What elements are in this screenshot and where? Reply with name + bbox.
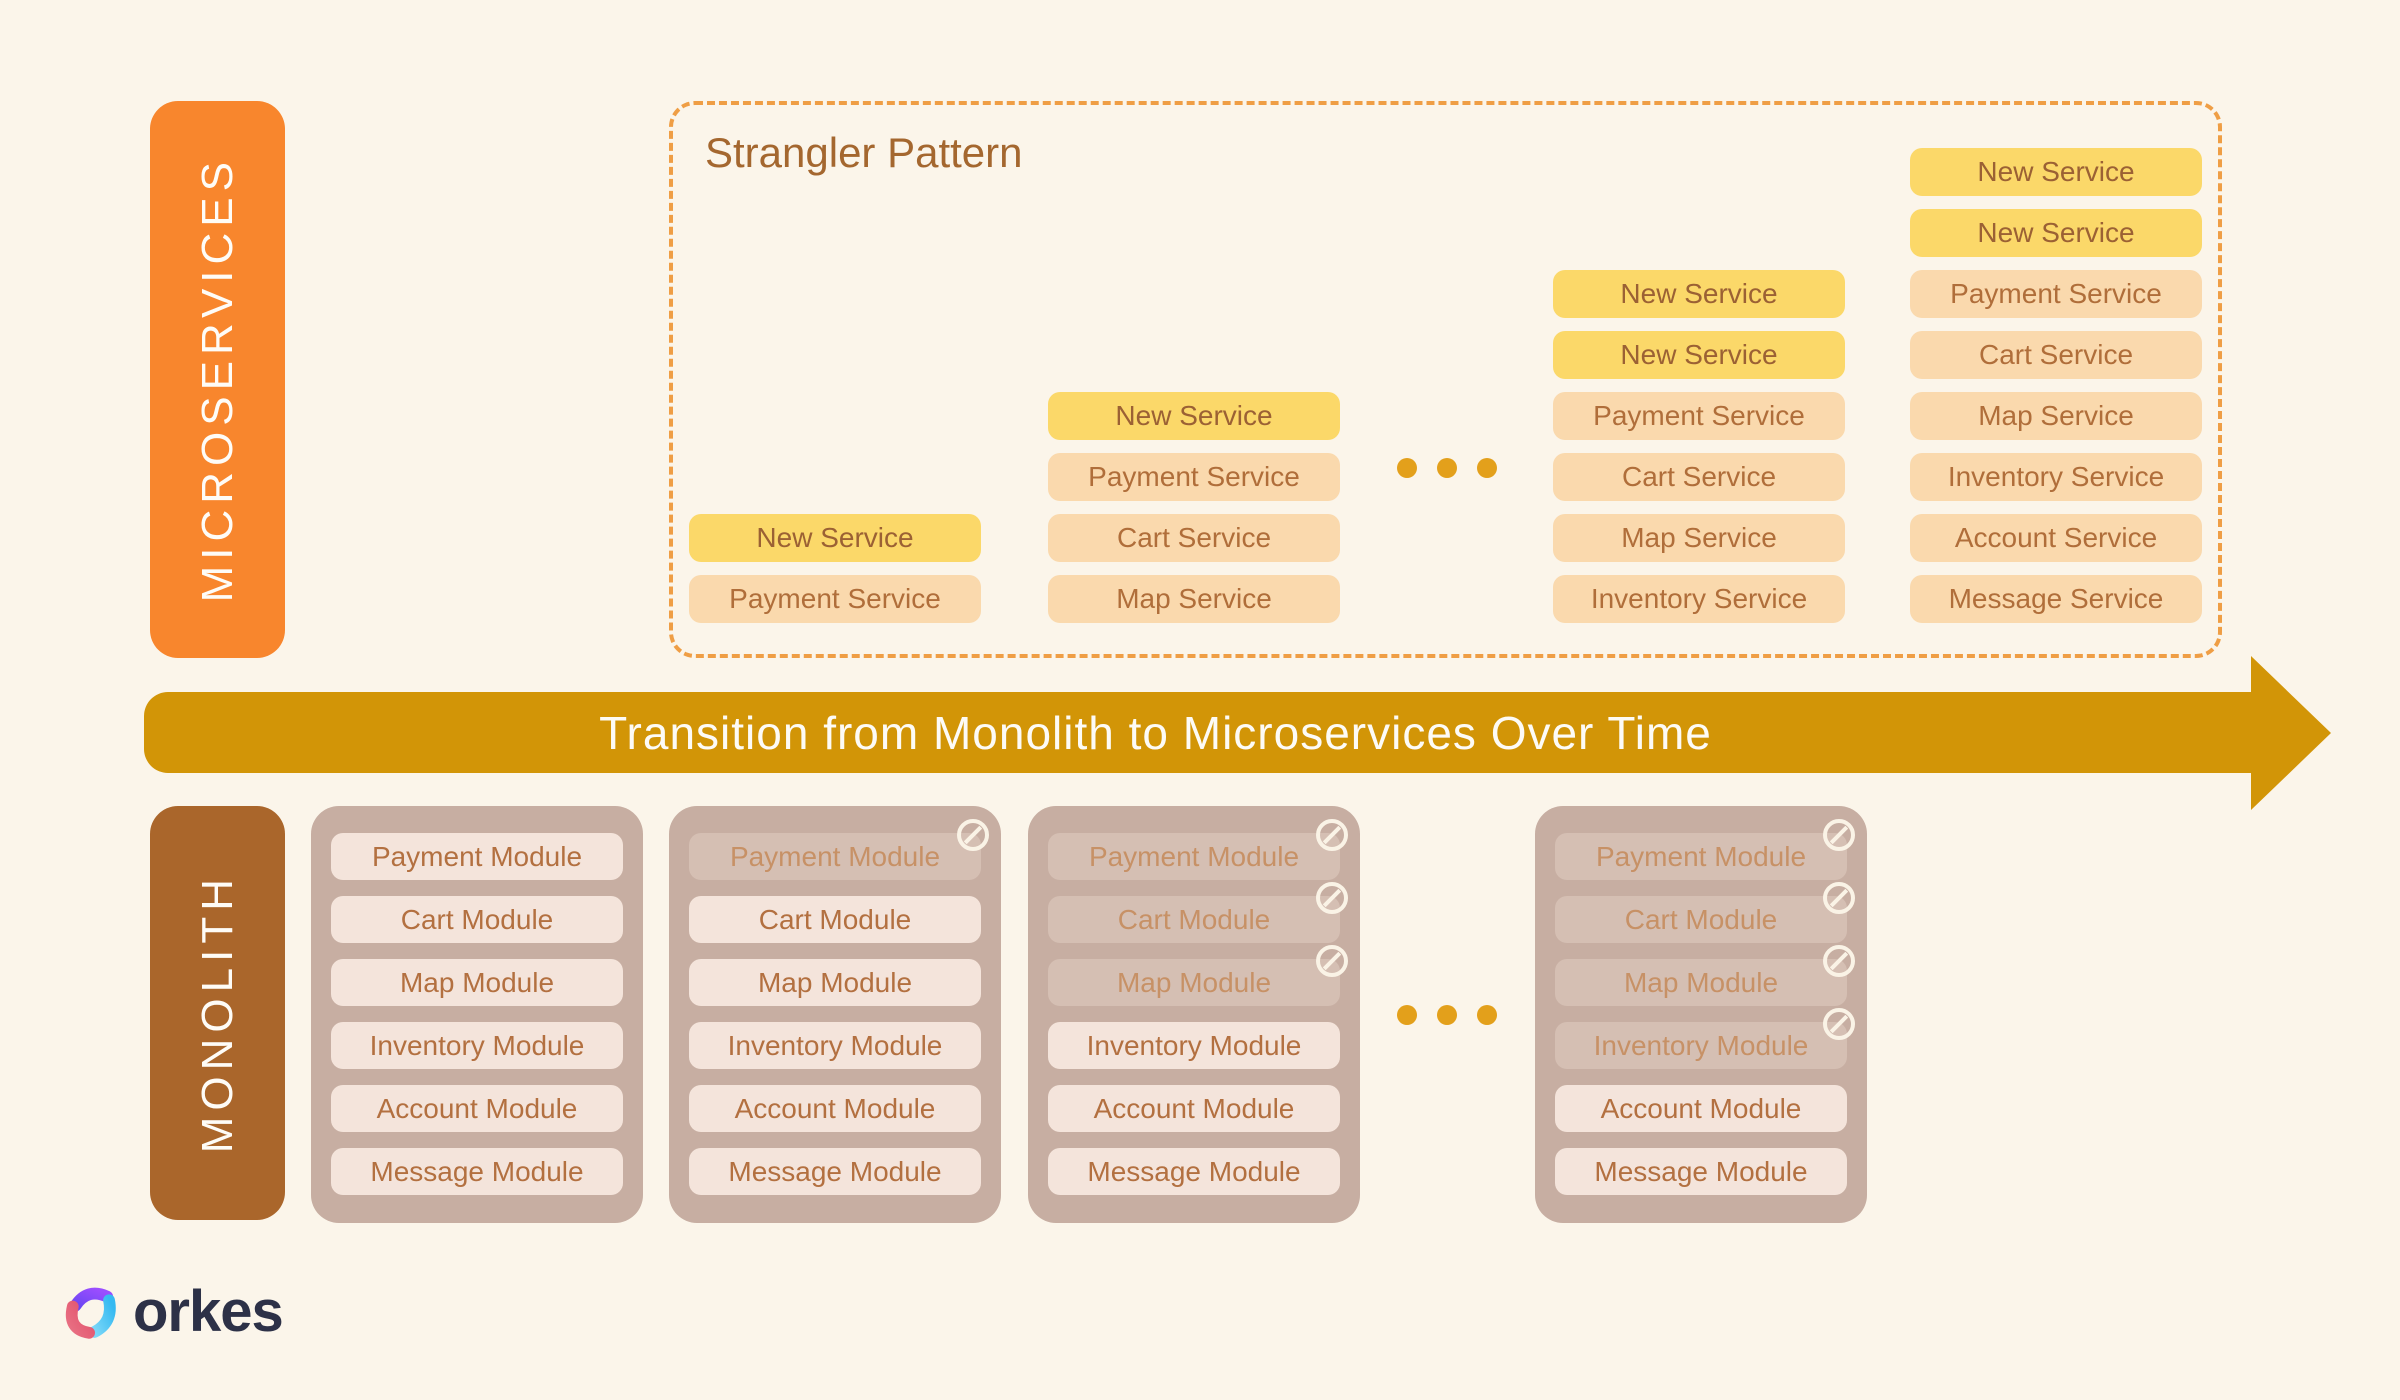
transition-arrow-head-icon [2251,656,2331,810]
disabled-slash-icon [1316,945,1348,977]
ellipsis-dots-bottom [1397,1005,1497,1025]
module-chip: Inventory Module [1048,1022,1340,1069]
service-chip: Payment Service [689,575,981,623]
module-chip-disabled: Map Module [1555,945,1855,1006]
module-chip: Account Module [1048,1085,1340,1132]
microservices-bar: MICROSERVICES [150,101,285,658]
module-chip: Cart Module [331,896,623,943]
orkes-logo-mark-icon [65,1287,116,1339]
ellipsis-dot [1477,1005,1497,1025]
module-chip: Account Module [331,1085,623,1132]
module-chip-disabled: Map Module [1048,945,1348,1006]
service-chip: Map Service [1553,514,1845,562]
service-chip: Inventory Service [1553,575,1845,623]
service-chip: Payment Service [1048,453,1340,501]
service-chip: Payment Service [1553,392,1845,440]
module-chip: Cart Module [689,896,981,943]
module-chip-disabled: Cart Module [1555,882,1855,943]
module-chip-disabled: Cart Module [1048,882,1348,943]
new-service-chip: New Service [1910,148,2202,196]
module-chip: Map Module [331,959,623,1006]
disabled-slash-icon [1316,882,1348,914]
new-service-chip: New Service [1048,392,1340,440]
service-chip: Cart Service [1553,453,1845,501]
service-chip: Map Service [1048,575,1340,623]
new-service-chip: New Service [1910,209,2202,257]
module-chip: Message Module [1555,1148,1847,1195]
disabled-slash-icon [1316,819,1348,851]
ellipsis-dot [1437,458,1457,478]
ellipsis-dot [1397,1005,1417,1025]
new-service-chip: New Service [1553,331,1845,379]
module-chip: Account Module [689,1085,981,1132]
module-chip: Inventory Module [331,1022,623,1069]
ellipsis-dot [1437,1005,1457,1025]
disabled-slash-icon [1823,819,1855,851]
monolith-bar: MONOLITH [150,806,285,1220]
service-chip: Account Service [1910,514,2202,562]
strangler-pattern-title: Strangler Pattern [705,129,1023,176]
service-chip: Map Service [1910,392,2202,440]
disabled-slash-icon [1823,1008,1855,1040]
ellipsis-dot [1477,458,1497,478]
module-chip-disabled: Payment Module [1048,819,1348,880]
monolith-label: MONOLITH [192,872,242,1154]
disabled-slash-icon [957,819,989,851]
ellipsis-dots-top [1397,458,1497,478]
orkes-logo: orkes [61,1278,284,1345]
transition-arrow-label: Transition from Monolith to Microservice… [599,706,1712,759]
microservices-label: MICROSERVICES [192,156,242,603]
module-chip: Account Module [1555,1085,1847,1132]
service-chip: Cart Service [1910,331,2202,379]
module-chip: Payment Module [331,833,623,880]
strangler-pattern-box: Strangler Pattern [669,101,2222,658]
orkes-logo-text: orkes [133,1279,284,1344]
new-service-chip: New Service [689,514,981,562]
module-chip: Message Module [689,1148,981,1195]
module-chip: Message Module [331,1148,623,1195]
module-chip-disabled: Inventory Module [1555,1008,1855,1069]
module-chip: Inventory Module [689,1022,981,1069]
new-service-chip: New Service [1553,270,1845,318]
module-chip: Map Module [689,959,981,1006]
module-chip: Message Module [1048,1148,1340,1195]
service-chip: Message Service [1910,575,2202,623]
ellipsis-dot [1397,458,1417,478]
disabled-slash-icon [1823,945,1855,977]
service-chip: Inventory Service [1910,453,2202,501]
disabled-slash-icon [1823,882,1855,914]
service-chip: Cart Service [1048,514,1340,562]
transition-arrow-band: Transition from Monolith to Microservice… [144,692,2252,773]
service-chip: Payment Service [1910,270,2202,318]
module-chip-disabled: Payment Module [1555,819,1855,880]
module-chip-disabled: Payment Module [689,819,989,880]
